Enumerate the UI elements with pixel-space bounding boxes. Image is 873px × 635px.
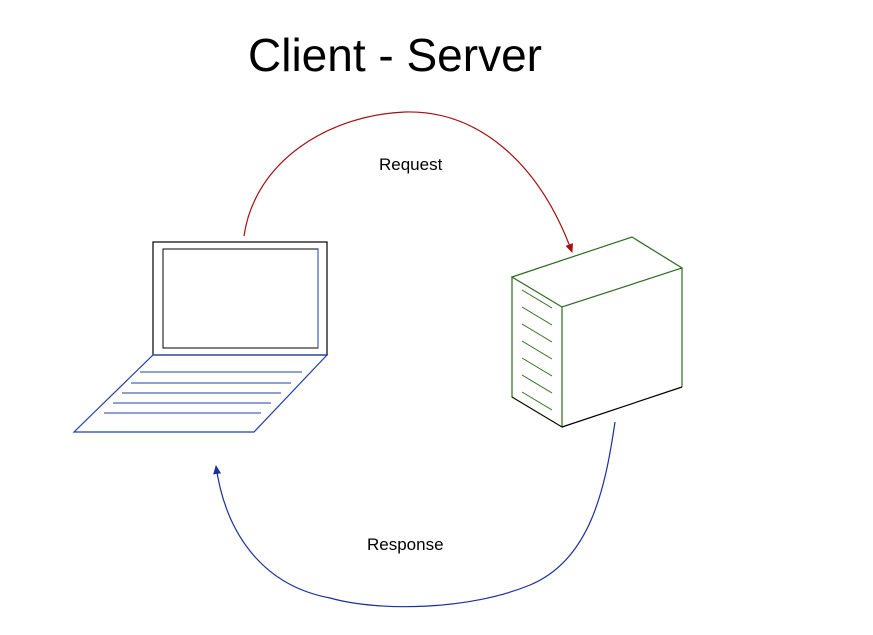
response-label: Response bbox=[367, 535, 444, 554]
server-tower-icon bbox=[510, 236, 684, 429]
request-label: Request bbox=[379, 155, 443, 174]
diagram-title: Client - Server bbox=[248, 29, 542, 81]
response-arrow bbox=[213, 421, 616, 608]
laptop-icon bbox=[72, 241, 329, 433]
request-arrow bbox=[243, 111, 573, 253]
